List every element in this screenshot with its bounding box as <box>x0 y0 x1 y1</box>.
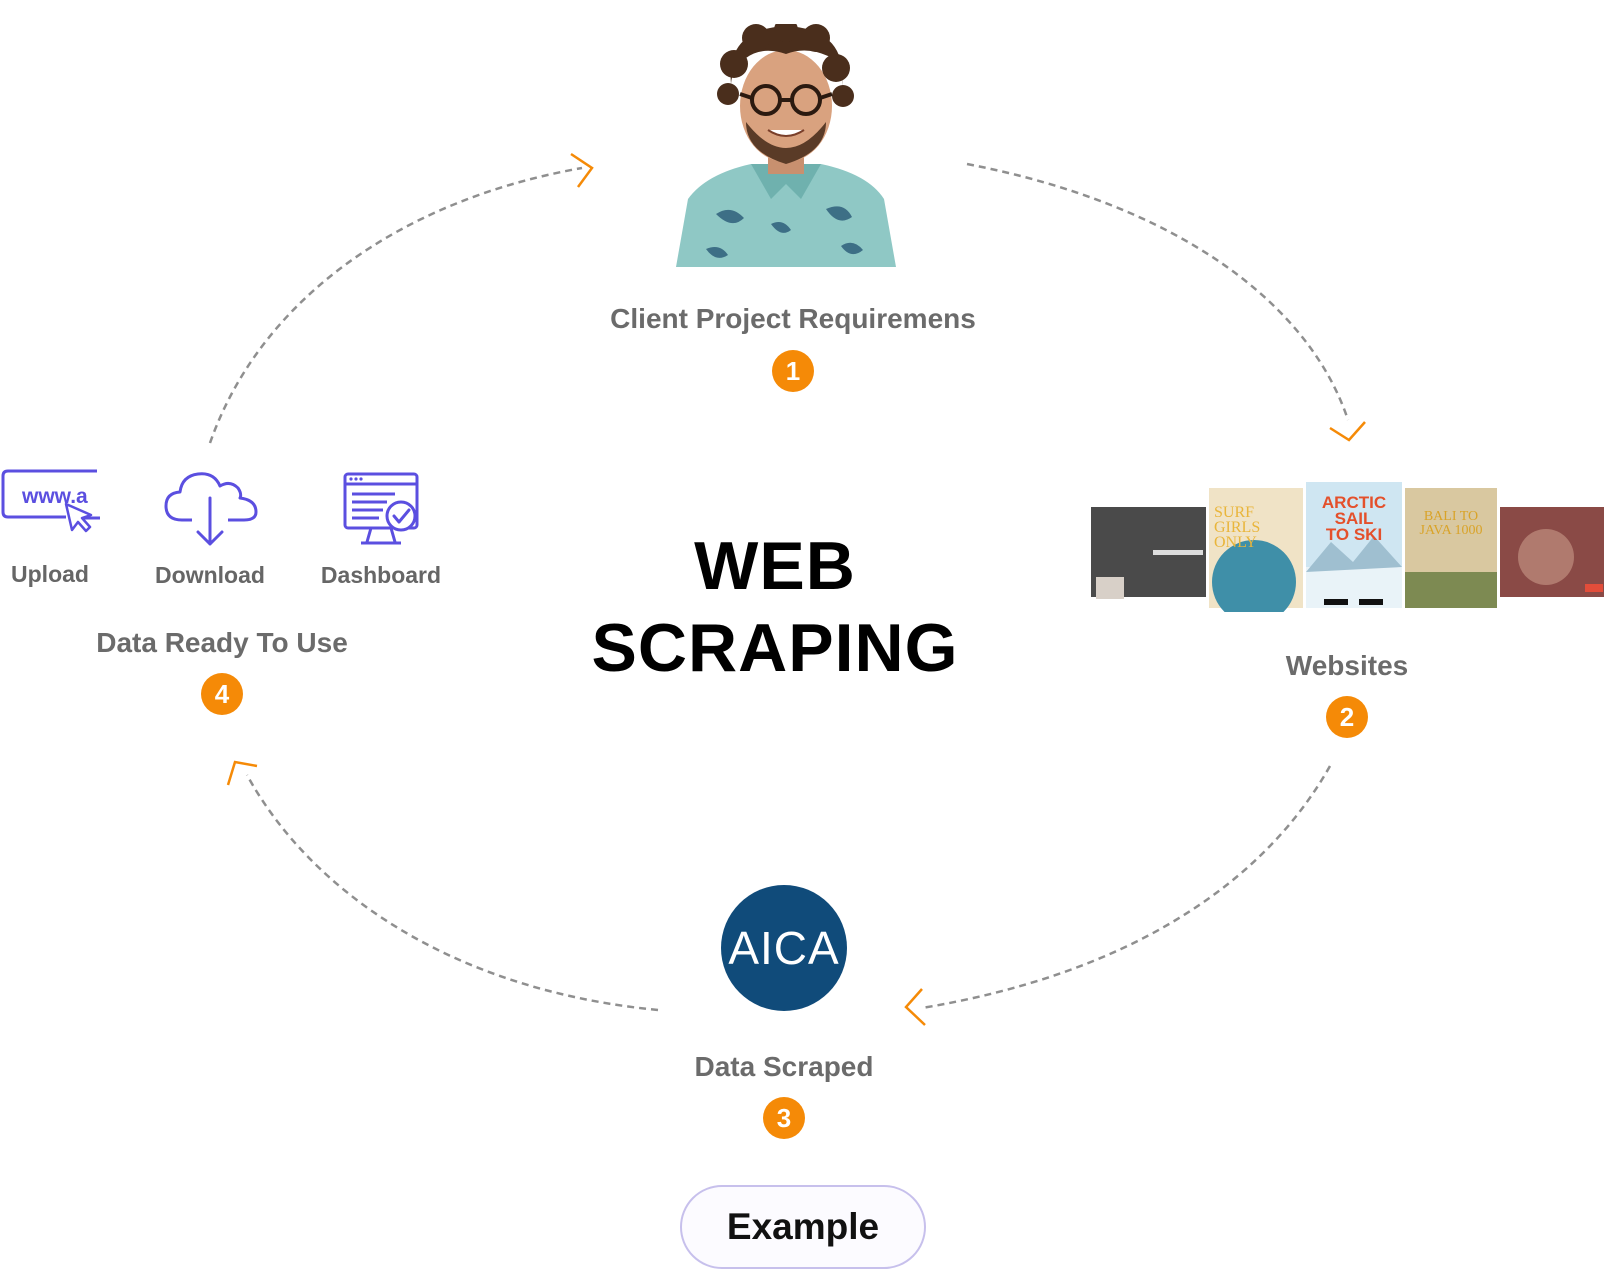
poster-surf-line-2: GIRLS <box>1214 519 1260 536</box>
upload-label: Upload <box>11 561 89 587</box>
page-title: WEB SCRAPING <box>592 525 959 689</box>
aica-logo: AICA <box>721 885 847 1011</box>
title-line-2: SCRAPING <box>591 610 959 686</box>
step-2-badge: 2 <box>1326 696 1368 738</box>
dashboard-label: Dashboard <box>320 562 442 588</box>
dashboard-monitor-icon <box>343 472 419 545</box>
step-1-badge: 1 <box>772 350 814 392</box>
example-button[interactable]: Example <box>680 1185 926 1269</box>
url-icon-text: www.a <box>21 485 88 508</box>
websites-collage: SURF GIRLS ONLY ARCTIC SAIL TO SKI BALI … <box>1091 462 1604 624</box>
step-3-label: Data Scraped <box>694 1051 874 1082</box>
step-4-badge: 4 <box>201 673 243 715</box>
arrowhead-4 <box>570 152 594 188</box>
poster-arctic-line-2: SAIL <box>1335 509 1374 528</box>
step-2-label: Websites <box>1285 650 1409 681</box>
poster-arctic-line-3: TO SKI <box>1326 525 1382 544</box>
client-portrait <box>676 24 896 267</box>
download-label: Download <box>155 562 265 588</box>
arrow-path-4-1 <box>208 166 583 444</box>
arrow-path-1-2 <box>966 162 1350 421</box>
arrowhead-1 <box>1329 421 1366 442</box>
cloud-download-icon <box>164 472 258 546</box>
arrow-path-3-4 <box>245 774 659 1012</box>
step-1-label: Client Project Requiremens <box>610 303 976 334</box>
arrow-path-2-3 <box>921 765 1332 1010</box>
title-line-1: WEB <box>694 528 856 604</box>
poster-surf-line-1: SURF <box>1214 504 1254 521</box>
arrowhead-3 <box>226 760 258 786</box>
arrowhead-2 <box>904 988 926 1026</box>
url-cursor-icon: www.a <box>1 469 100 533</box>
poster-bali-line-1: BALI TO <box>1424 509 1478 524</box>
step-3-badge: 3 <box>763 1097 805 1139</box>
poster-arctic-line-1: ARCTIC <box>1322 493 1386 512</box>
step-4-label: Data Ready To Use <box>96 627 348 658</box>
poster-bali-line-2: JAVA 1000 <box>1420 523 1483 538</box>
poster-surf-line-3: ONLY <box>1214 534 1257 551</box>
